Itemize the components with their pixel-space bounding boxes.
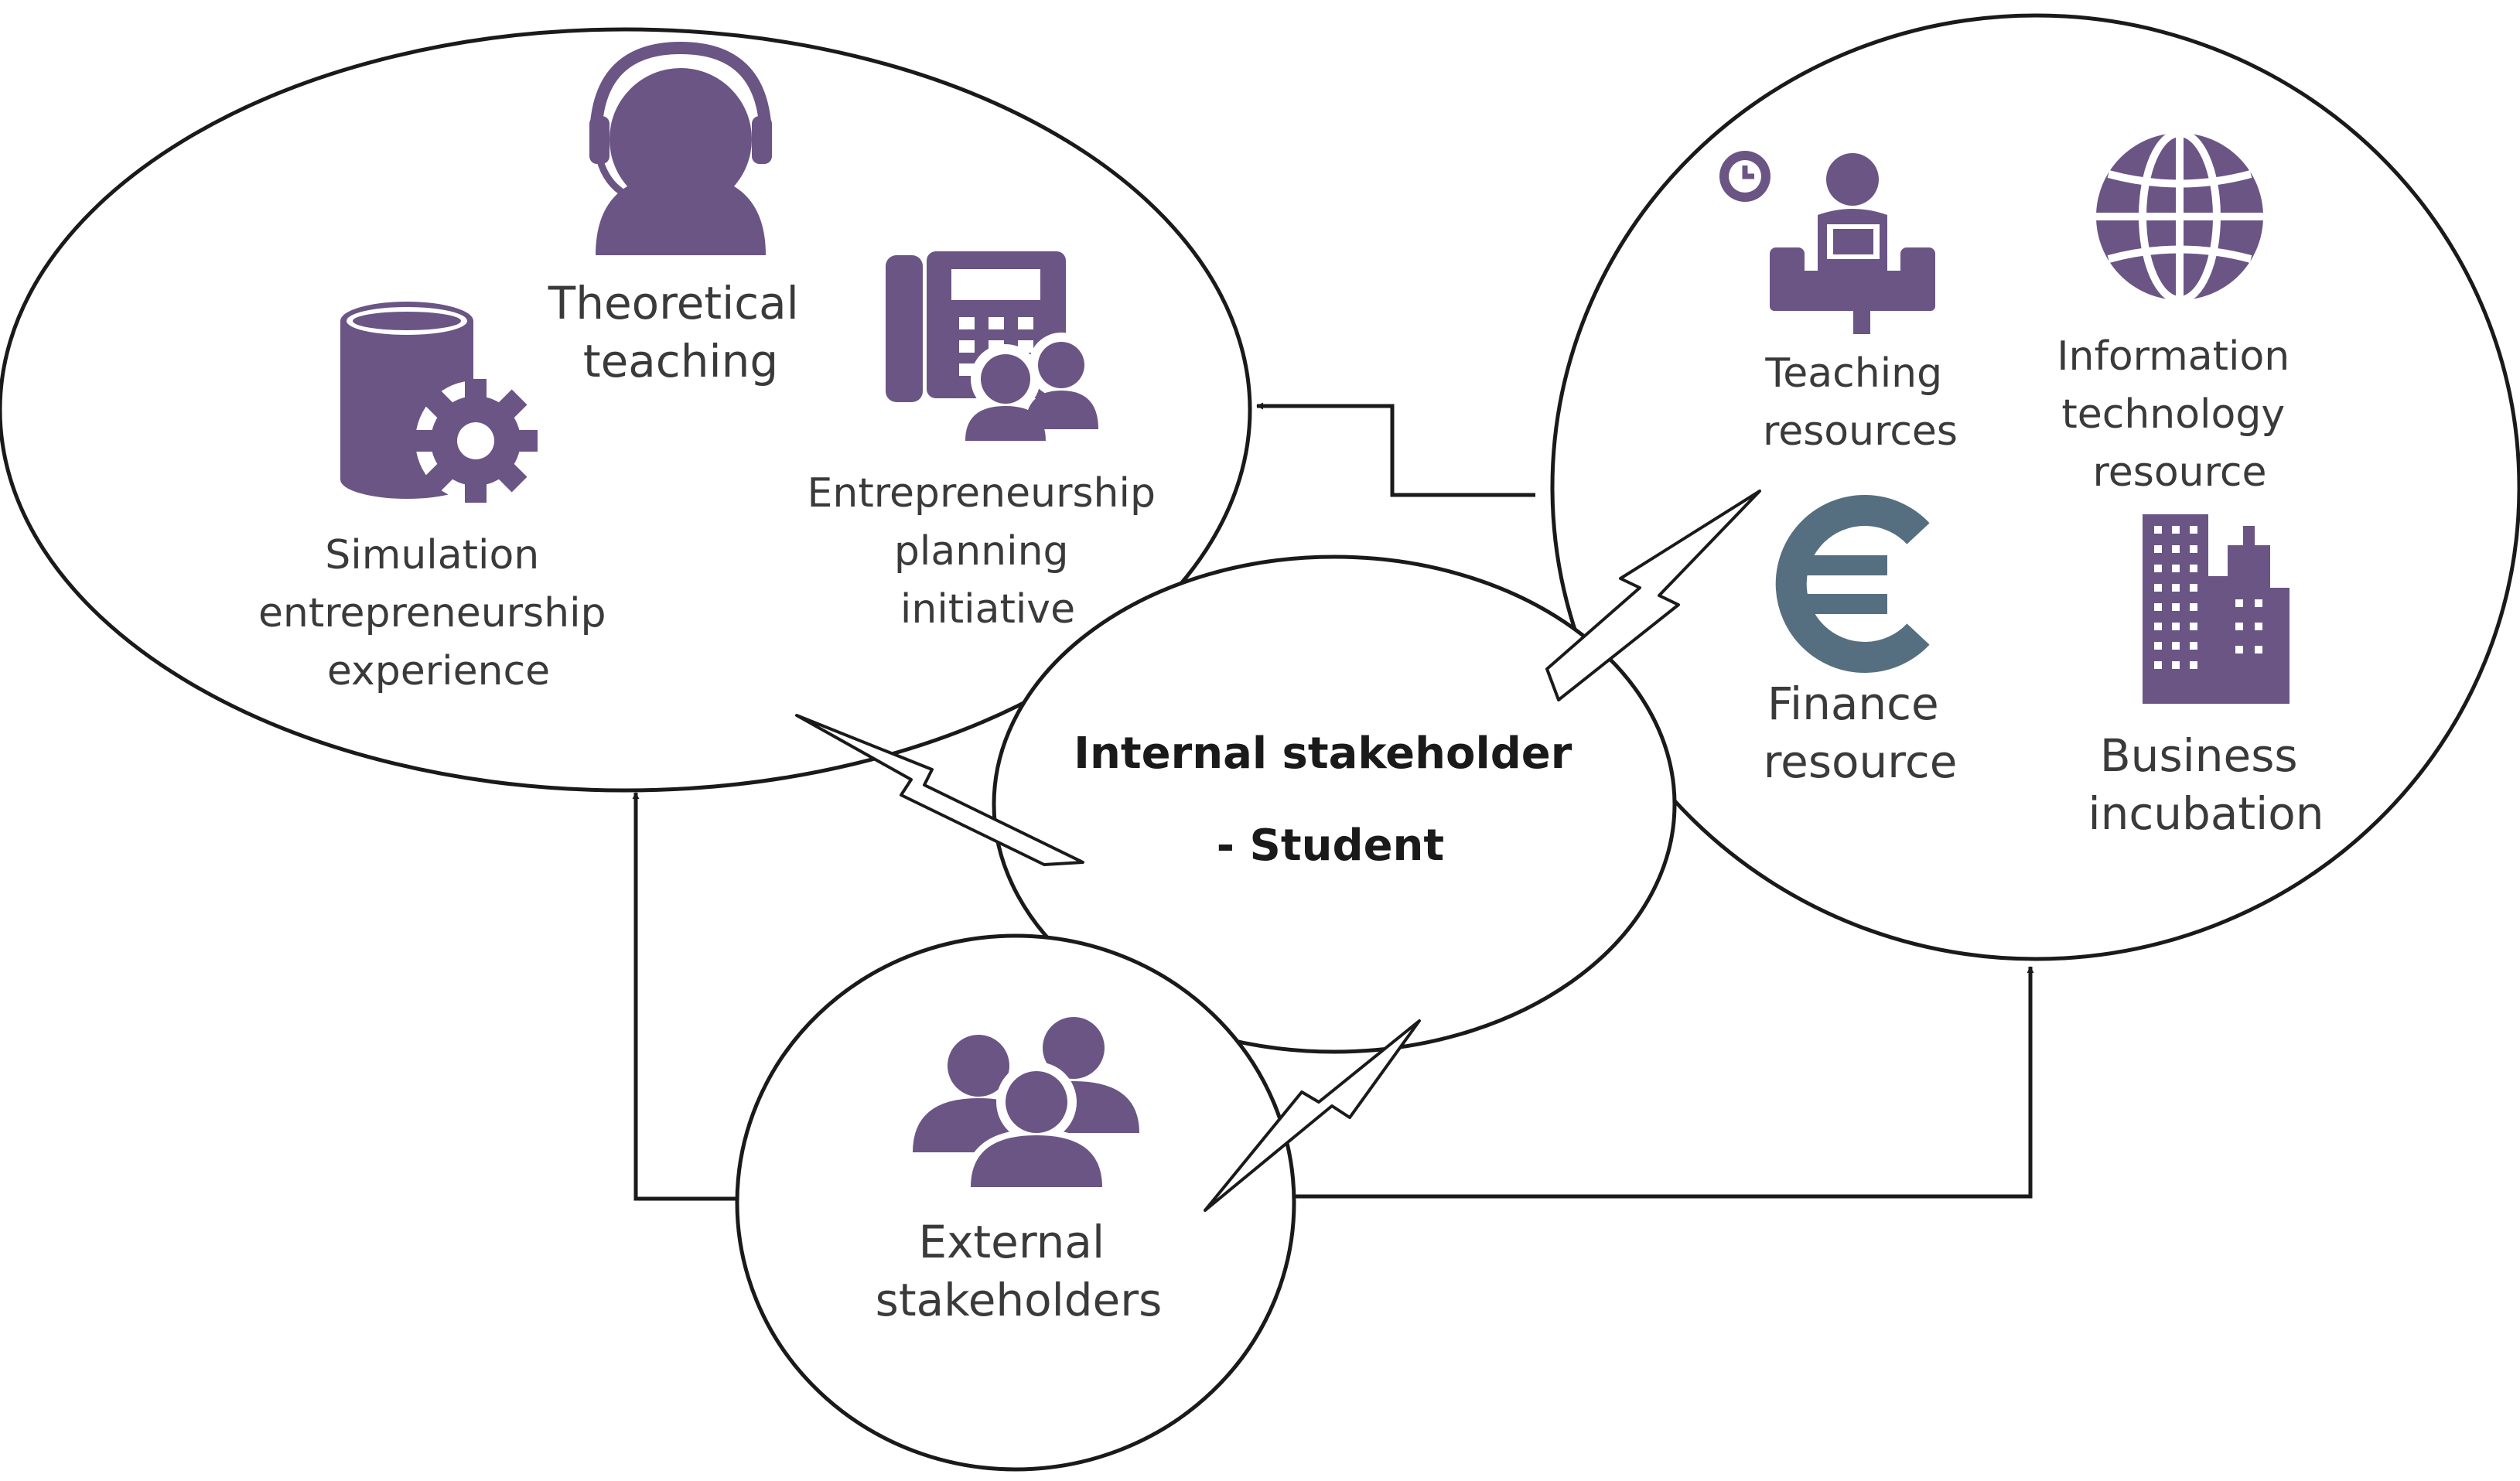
teaching-resources-line2: resources	[1763, 408, 1958, 455]
it-resource-line2: technology	[2061, 391, 2285, 438]
theoretical-label-line1: Theoretical	[548, 277, 799, 329]
theoretical-label-line2: teaching	[583, 335, 778, 387]
business-incubation-line2: incubation	[2088, 787, 2324, 840]
database-gear-icon	[340, 302, 538, 503]
lightning-bolt-resources	[1545, 490, 1761, 701]
connector-external-to-learning	[632, 792, 743, 1201]
svg-text:Entrepreneurship planning: Entrepreneurship planning initiative	[808, 470, 1169, 633]
lightning-bolt-learning	[795, 714, 1084, 866]
external-stakeholders-line1: External	[918, 1216, 1105, 1268]
buildings-icon	[2143, 514, 2290, 704]
learning-activities-ellipse	[0, 27, 1252, 793]
simulation-label-line3: experience	[327, 648, 550, 694]
connector-external-to-resources	[1293, 966, 2034, 1199]
lightning-bolt-external	[1204, 1019, 1421, 1212]
svg-text:Theoretical teaching: Theoretical teaching	[548, 277, 813, 387]
finance-resource-line2: resource	[1764, 735, 1958, 788]
svg-text:Finance resource: Finance resource	[1764, 677, 1958, 788]
group-icon	[913, 1017, 1139, 1191]
euro-icon	[1775, 495, 1930, 673]
external-stakeholders-line2: stakeholders	[876, 1274, 1163, 1326]
connector-resources-to-learning	[1256, 402, 1535, 497]
teaching-resources-line1: Teaching	[1764, 350, 1942, 397]
svg-text:Simulation entrepreneurshi: Simulation entrepreneurship experience	[258, 532, 619, 694]
external-stakeholders-ellipse	[735, 933, 1296, 1472]
svg-text:Teaching resources: Teaching resources	[1763, 350, 1958, 455]
svg-text:External stakeholders: External stakeholders	[876, 1216, 1163, 1326]
internal-stakeholder-line1: Internal stakeholder	[1074, 729, 1572, 779]
simulation-label-line2: entrepreneurship	[258, 590, 606, 636]
svg-text:Internal stakeholder - Stu: Internal stakeholder - Student	[1074, 729, 1587, 871]
business-incubation-line1: Business	[2100, 729, 2298, 782]
resources-ellipse	[1550, 13, 2520, 961]
globe-icon	[2096, 129, 2263, 304]
planning-label-line1: Entrepreneurship	[808, 470, 1156, 517]
headset-person-icon	[589, 41, 772, 255]
phone-meeting-icon	[886, 251, 1106, 441]
it-resource-line1: Information	[2057, 333, 2290, 380]
planning-label-line2: planning	[894, 528, 1069, 575]
internal-stakeholder-ellipse	[992, 555, 1677, 1054]
reading-person-icon	[1719, 151, 1935, 334]
svg-text:Business incubation: Business incubation	[2088, 729, 2324, 840]
internal-stakeholder-line2: - Student	[1217, 821, 1444, 871]
simulation-label-line1: Simulation	[325, 532, 539, 578]
svg-text:Information technology: Information technology resource	[2057, 333, 2303, 496]
planning-label-line3: initiative	[900, 586, 1075, 633]
finance-resource-line1: Finance	[1767, 677, 1939, 730]
it-resource-line3: resource	[2093, 449, 2267, 496]
